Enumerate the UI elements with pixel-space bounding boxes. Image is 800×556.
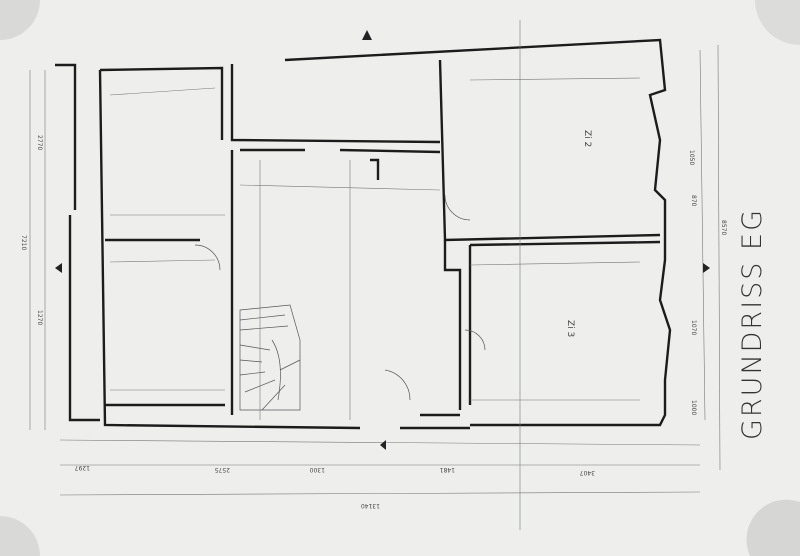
drawing-title: GRUNDRISS EG [737,208,768,440]
section-arrow-icon [55,263,62,273]
dim-label: 2770 [36,135,43,150]
dim-label: 1270 [36,310,43,325]
room-label: Zi 3 [565,320,575,337]
dim-label: 1050 [688,150,695,165]
dimension-lines [29,20,721,530]
dim-label: 8570 [720,220,727,235]
door-swings [194,194,486,401]
dimension-labels: 13140 1297 2575 1300 1481 3407 8570 1050… [20,135,727,509]
interior-walls [105,59,661,417]
dim-label: 3407 [580,469,595,476]
dim-label: 7210 [20,235,27,250]
dim-label: 1070 [690,320,697,335]
exterior-walls [55,38,672,430]
dim-label: 1000 [690,400,697,415]
staircase [239,304,301,411]
corner-shadow [755,0,800,45]
section-arrow-icon [703,263,710,273]
room-label: Zi 2 [582,130,592,147]
section-arrow-icon [362,30,372,40]
dim-label: 1481 [440,466,455,473]
dim-label: 870 [690,195,697,207]
corner-shadow [746,499,800,556]
corner-shadow [0,0,40,40]
dim-label: 1300 [310,466,325,473]
dim-overall: 13140 [361,502,380,509]
corner-shadow [0,516,40,556]
section-arrow-icon [380,440,386,450]
dim-label: 2575 [215,466,230,473]
dim-label: 1297 [75,464,90,471]
section-markers [55,30,710,450]
